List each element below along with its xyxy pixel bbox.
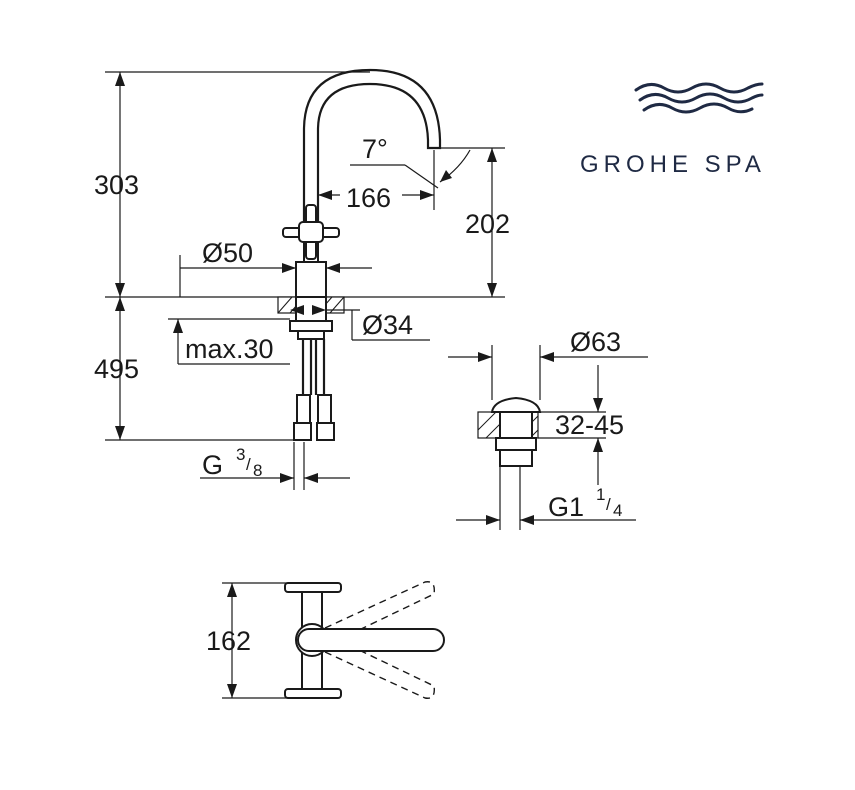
fraction-slash: /: [246, 455, 251, 474]
dim-waste-thread-num: 1: [596, 485, 605, 504]
dim-spout-reach: 166: [346, 183, 391, 213]
dim-connection-thread-num: 3: [236, 445, 245, 464]
dim-spout-height: 202: [465, 209, 510, 239]
spout: [302, 68, 442, 232]
waste-valve-view: Ø63 32-45 G1 1 / 4: [448, 327, 648, 530]
dim-connection-thread-den: 8: [253, 461, 262, 480]
dim-total-height-below: 495: [94, 354, 139, 384]
waves-icon: [634, 82, 764, 114]
dim-hole-diameter: Ø34: [362, 310, 413, 340]
dim-waste-thread-prefix: G1: [548, 492, 584, 522]
dim-handle-span: 162: [206, 626, 251, 656]
swivel-position-upper: [324, 581, 435, 643]
top-handle-upper: [284, 582, 342, 593]
cross-handle: [282, 204, 340, 260]
top-handle-lower: [284, 688, 342, 699]
supply-hoses: [293, 339, 335, 441]
dim-connection-thread-prefix: G: [202, 450, 223, 480]
dim-base-diameter: Ø50: [202, 238, 253, 268]
dim-spout-angle: 7°: [362, 134, 388, 164]
swivel-position-lower: [324, 637, 435, 699]
waste-plug: [490, 396, 542, 413]
fixing-nut: [289, 320, 333, 332]
dim-waste-diameter: Ø63: [570, 327, 621, 357]
dim-max-thickness: max.30: [185, 334, 274, 364]
top-spout: [297, 628, 445, 652]
brand-logo: GROHE SPA: [580, 82, 766, 178]
dim-waste-thread-den: 4: [613, 501, 622, 520]
tap-base: [295, 261, 327, 298]
dim-total-height-above: 303: [94, 170, 139, 200]
dim-waste-thickness-range: 32-45: [555, 410, 624, 440]
brand-name: GROHE SPA: [580, 151, 766, 178]
fraction-slash: /: [606, 495, 611, 514]
tap-top-view: 162: [206, 581, 445, 699]
tap-side-view: 303 495 202 166 7° Ø50 Ø34: [94, 68, 510, 490]
